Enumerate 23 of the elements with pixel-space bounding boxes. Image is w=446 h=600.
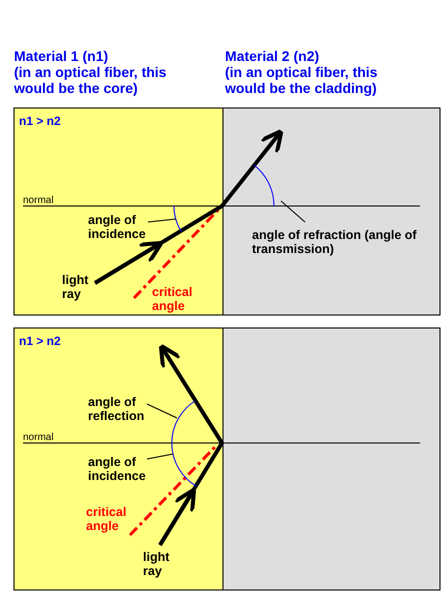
heading-note: (in an optical fiber, this would be the core) [14,64,168,96]
angle-arc [174,206,182,232]
ray-label: light ray [62,273,90,301]
critical-angle-label: critical angle [152,285,194,313]
angle-label: angle of incidence [88,455,178,483]
leader-line [280,200,306,222]
heading: Material 2 (n2) [225,48,320,64]
index-relation: n1 > n2 [19,334,62,348]
angle-label: angle of reflection [88,395,178,423]
heading-note: (in an optical fiber, this would be the cladding) [225,64,378,96]
leader-line [148,218,176,222]
leader-line [146,404,178,418]
angle-arc [254,164,274,206]
normal-label: normal [23,194,55,208]
leader-line [146,454,174,460]
index-relation: n1 > n2 [19,114,62,128]
ray-label: light ray [143,550,170,578]
normal-label: normal [23,431,55,445]
angle-label: angle of incidence [88,213,178,241]
angle-label: angle of refraction (angle of transmission) [252,228,417,256]
critical-angle-label: critical angle [86,505,128,533]
heading: Material 1 (n1) [14,48,110,64]
angle-arc [171,400,196,486]
